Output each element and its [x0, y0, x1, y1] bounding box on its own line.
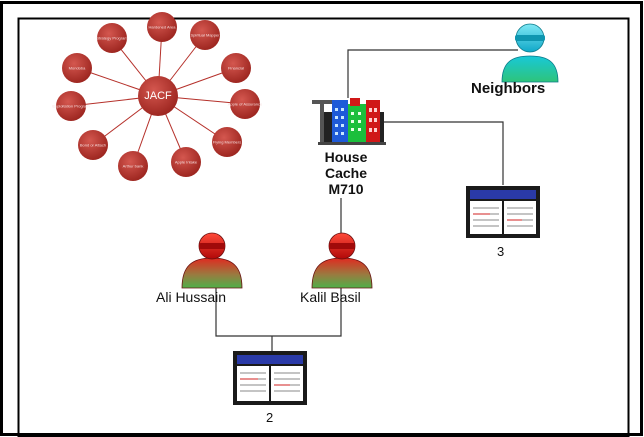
mindmap-node	[78, 130, 108, 160]
mindmap-node	[230, 89, 260, 119]
file-2-icon	[233, 351, 307, 405]
house-cache-building-icon	[312, 98, 386, 145]
mindmap-node-label: Spiritual Mapper	[190, 32, 220, 38]
house-cache-label-line3: M710	[328, 181, 364, 197]
neighbors-label: Neighbors	[471, 80, 546, 97]
mindmap-node-label: Flying Members	[212, 139, 242, 145]
mindmap-node	[212, 127, 242, 157]
house-cache-label: House Cache M710	[308, 149, 384, 197]
kalil-basil-label: Kalil Basil	[300, 289, 361, 305]
mindmap-node-label: Strategy Program	[96, 35, 128, 41]
mindmap-node	[190, 20, 220, 50]
ali-hussain-person-icon	[181, 232, 243, 289]
mindmap-node	[97, 23, 127, 53]
house-cache-label-line1: House	[324, 149, 368, 165]
mindmap-node	[118, 151, 148, 181]
mindmap-node	[221, 53, 251, 83]
mindmap-hub-label: JACF	[144, 90, 172, 102]
neighbors-person-icon	[501, 23, 559, 83]
house-cache-label-line2: Cache	[324, 165, 368, 181]
mindmap-node-label: Exploitation Program	[52, 103, 90, 109]
mindmap	[56, 12, 260, 181]
file-3-label: 3	[497, 244, 505, 259]
mindmap-hub	[138, 76, 178, 116]
mindmap-node-label: Financial	[227, 65, 245, 71]
mindmap-node	[56, 91, 86, 121]
mindmap-node-label: Hardened Area	[148, 24, 176, 30]
mindmap-node-label: Mondoba	[68, 65, 86, 71]
mindmap-node-label: Apple of Assurance	[227, 101, 263, 107]
file-3-icon	[466, 186, 540, 238]
ali-hussain-label: Ali Hussain	[156, 289, 227, 305]
mindmap-node	[171, 147, 201, 177]
mindmap-node	[147, 12, 177, 42]
mindmap-node-label: Arthur bank	[122, 163, 144, 169]
mindmap-node-label: Apple Intake	[174, 159, 198, 165]
mindmap-node	[62, 53, 92, 83]
mindmap-node-label: Bond or Attach	[79, 142, 107, 148]
file-2-label: 2	[266, 410, 274, 425]
connector-lines	[215, 49, 518, 352]
kalil-basil-person-icon	[311, 232, 373, 289]
